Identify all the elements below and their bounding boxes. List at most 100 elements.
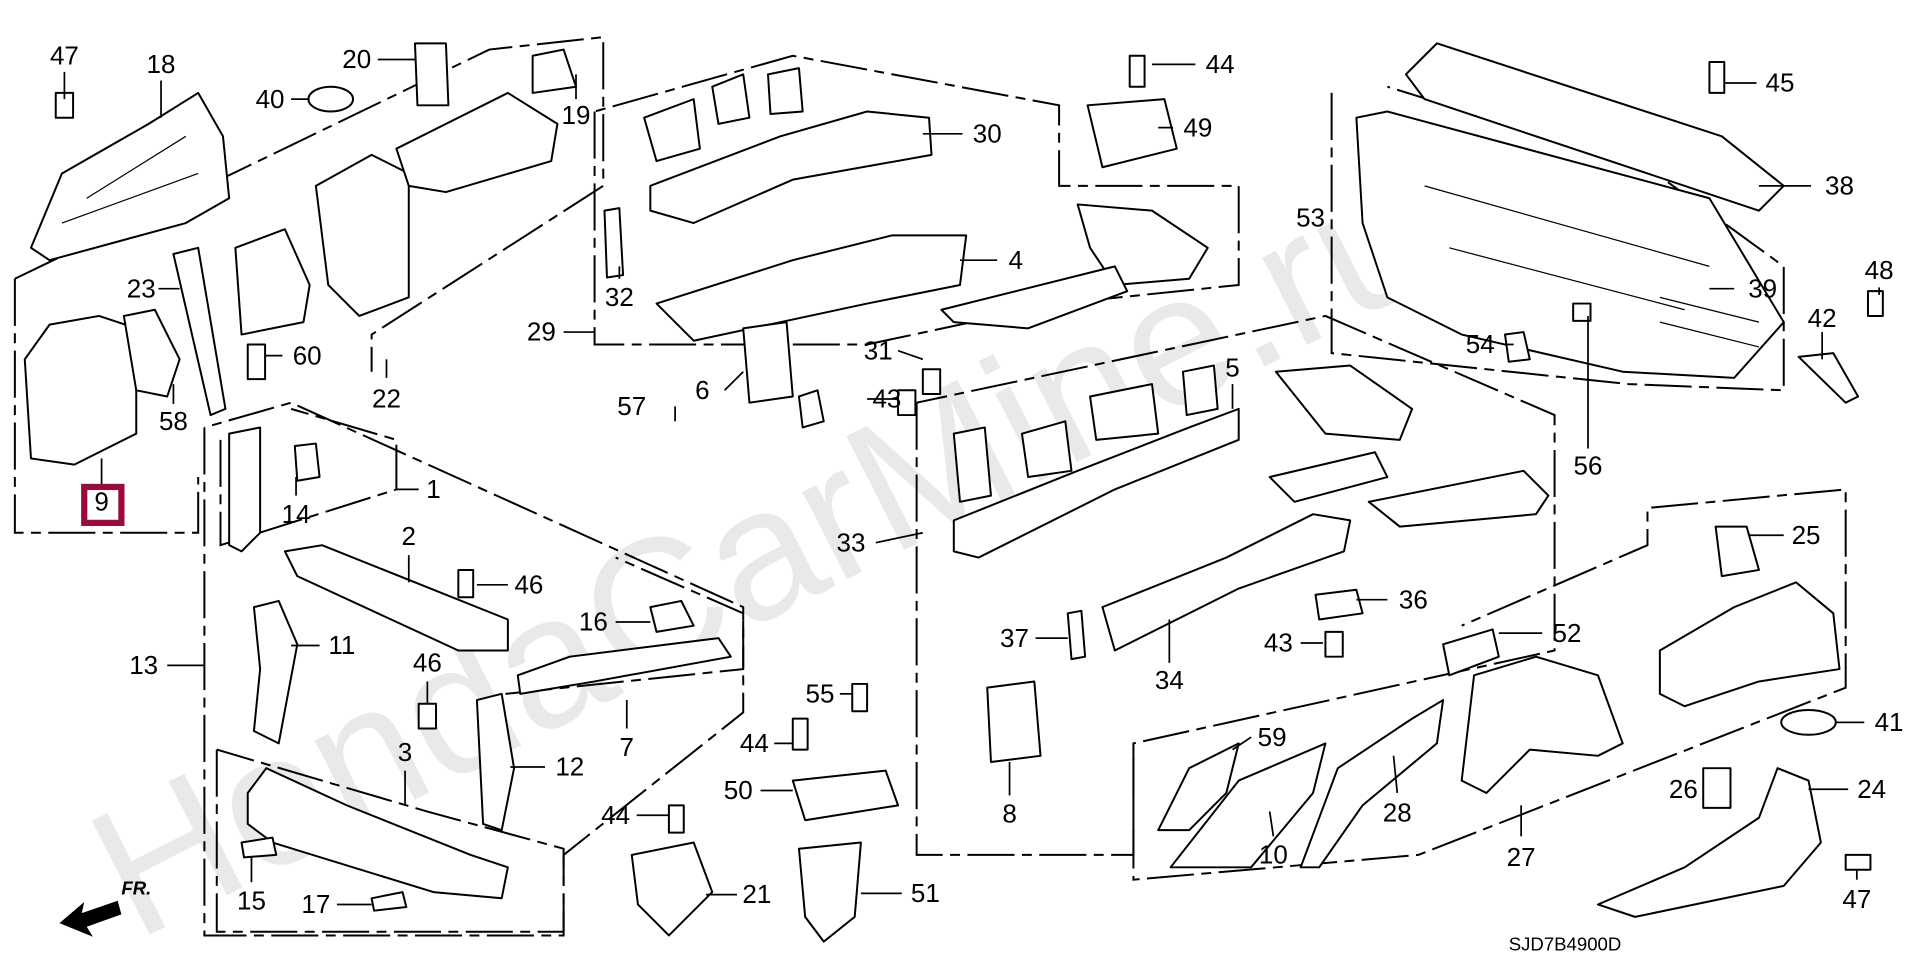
part-18-frame	[29, 91, 231, 262]
part-label-60[interactable]: 60	[293, 340, 322, 370]
part-label-16[interactable]: 16	[579, 607, 608, 637]
part-15-clip	[240, 836, 278, 859]
part-label-26[interactable]: 26	[1669, 774, 1698, 804]
part-label-29[interactable]: 29	[527, 317, 556, 347]
part-3-crossmember	[246, 767, 509, 900]
part-label-30[interactable]: 30	[973, 118, 1002, 148]
group-29	[593, 54, 1240, 346]
part-label-43[interactable]: 43	[872, 384, 901, 414]
part-label-18[interactable]: 18	[147, 49, 176, 79]
part-label-45[interactable]: 45	[1766, 68, 1795, 98]
part-label-22[interactable]: 22	[372, 384, 401, 414]
part-label-17[interactable]: 17	[301, 889, 330, 919]
part-label-7[interactable]: 7	[620, 732, 634, 762]
part-36-clip	[1314, 588, 1364, 621]
part-41-grommet	[1780, 708, 1837, 736]
part-label-44[interactable]: 44	[601, 800, 630, 830]
part-label-38[interactable]: 38	[1825, 171, 1854, 201]
part-label-48[interactable]: 48	[1865, 255, 1894, 285]
part-label-41[interactable]: 41	[1875, 707, 1904, 737]
part-5-rail	[952, 407, 1240, 559]
part-6-bracket	[742, 321, 794, 404]
part-42-bracket	[1797, 352, 1860, 404]
part-label-40[interactable]: 40	[256, 84, 285, 114]
part-19-bracket	[531, 48, 577, 94]
part-label-25[interactable]: 25	[1792, 520, 1821, 550]
part-label-9[interactable]: 9	[94, 486, 108, 516]
part-label-3[interactable]: 3	[398, 737, 412, 767]
part-57-clip	[797, 389, 825, 429]
part-label-43[interactable]: 43	[1264, 628, 1293, 658]
part-label-44[interactable]: 44	[740, 728, 769, 758]
part-label-33[interactable]: 33	[837, 527, 866, 557]
part-label-56[interactable]: 56	[1574, 451, 1603, 481]
part-label-55[interactable]: 55	[806, 679, 835, 709]
part-label-59[interactable]: 59	[1258, 722, 1287, 752]
part-label-10[interactable]: 10	[1259, 840, 1288, 870]
part-label-32[interactable]: 32	[605, 282, 634, 312]
part-label-57[interactable]: 57	[617, 391, 646, 421]
part-label-5[interactable]: 5	[1225, 353, 1239, 383]
part-22-housing	[314, 153, 410, 317]
part-label-20[interactable]: 20	[342, 44, 371, 74]
part-label-46[interactable]: 46	[514, 569, 543, 599]
part-label-11[interactable]: 11	[328, 630, 355, 660]
part-label-44[interactable]: 44	[1206, 49, 1235, 79]
part-label-39[interactable]: 39	[1748, 273, 1777, 303]
part-label-27[interactable]: 27	[1507, 842, 1536, 872]
part-label-23[interactable]: 23	[127, 273, 156, 303]
leader-line-33	[875, 531, 924, 544]
part-label-8[interactable]: 8	[1002, 799, 1016, 829]
part-label-49[interactable]: 49	[1183, 112, 1212, 142]
part-58-bracket	[122, 308, 181, 398]
part-27-housing	[1460, 655, 1624, 794]
part-label-21[interactable]: 21	[742, 879, 771, 909]
part-27-rail	[1658, 581, 1841, 708]
part-label-36[interactable]: 36	[1399, 584, 1428, 614]
part-label-1[interactable]: 1	[426, 474, 440, 504]
part-label-2[interactable]: 2	[402, 521, 416, 551]
part-24-frame	[1596, 767, 1822, 918]
part-10-panel	[1169, 742, 1327, 869]
part-label-54[interactable]: 54	[1466, 329, 1495, 359]
part-label-34[interactable]: 34	[1155, 665, 1184, 695]
part-33-brackets	[952, 364, 1219, 503]
part-label-4[interactable]: 4	[1009, 245, 1023, 275]
part-label-19[interactable]: 19	[562, 100, 591, 130]
part-14-clip	[293, 442, 321, 482]
part-label-47[interactable]: 47	[50, 40, 79, 70]
part-label-53[interactable]: 53	[1296, 203, 1325, 233]
part-label-28[interactable]: 28	[1383, 797, 1412, 827]
part-label-6[interactable]: 6	[695, 375, 709, 405]
part-49-bracket	[1086, 98, 1178, 169]
part-label-47[interactable]: 47	[1842, 884, 1871, 914]
part-22-mount	[234, 228, 311, 336]
part-label-12[interactable]: 12	[555, 752, 584, 782]
group-13	[203, 401, 745, 937]
leader-line-59	[1232, 736, 1252, 751]
part-label-31[interactable]: 31	[864, 335, 893, 365]
part-32-plate	[603, 207, 625, 279]
part-label-46[interactable]: 46	[413, 648, 442, 678]
part-60-bolt	[246, 343, 267, 381]
part-8-bracket	[986, 680, 1042, 763]
leader-line-31	[897, 349, 924, 361]
part-label-50[interactable]: 50	[724, 775, 753, 805]
part-label-37[interactable]: 37	[1000, 623, 1029, 653]
part-20-pad	[413, 42, 450, 107]
part-2-upper	[283, 544, 509, 652]
group-27	[1132, 488, 1847, 881]
part-34-rail	[1101, 513, 1352, 652]
part-label-13[interactable]: 13	[129, 650, 158, 680]
part-label-42[interactable]: 42	[1808, 303, 1837, 333]
part-label-15[interactable]: 15	[237, 885, 266, 915]
part-label-51[interactable]: 51	[911, 878, 940, 908]
leader-line-28	[1392, 755, 1399, 794]
part-40-grommet	[307, 85, 355, 113]
part-label-58[interactable]: 58	[159, 406, 188, 436]
group-9	[13, 278, 200, 534]
part-label-14[interactable]: 14	[282, 499, 311, 529]
part-label-52[interactable]: 52	[1553, 618, 1582, 648]
part-label-24[interactable]: 24	[1857, 774, 1886, 804]
